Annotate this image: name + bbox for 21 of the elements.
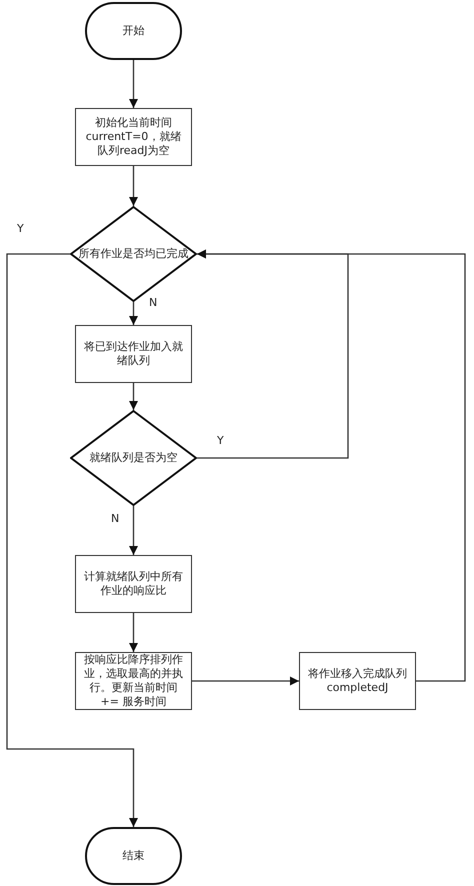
arrow	[128, 166, 138, 206]
process-box: 初始化当前时间currentT=0，就绪队列readJ为空	[75, 108, 192, 166]
process-box: 将作业移入完成队列completedJ	[299, 652, 416, 710]
arrow	[6, 253, 138, 827]
arrow	[128, 302, 138, 325]
process-box: 将已到达作业加入就绪队列	[75, 325, 192, 383]
arrow	[128, 60, 138, 108]
arrow	[192, 676, 299, 686]
edge-label: Y	[16, 222, 25, 235]
edge-label: N	[148, 296, 158, 309]
edge-label: Y	[216, 434, 225, 447]
arrow	[128, 383, 138, 410]
terminal-shape: 结束	[85, 827, 182, 885]
terminal-shape: 开始	[85, 2, 182, 60]
arrow	[128, 613, 138, 652]
arrow	[128, 506, 138, 555]
decision-diamond: 就绪队列是否为空	[70, 410, 197, 506]
edge-label: N	[110, 512, 120, 525]
arrow	[197, 249, 349, 459]
process-box: 计算就绪队列中所有作业的响应比	[75, 555, 192, 613]
process-box: 按响应比降序排列作业，选取最高的并执行。更新当前时间 += 服务时间	[75, 652, 192, 710]
